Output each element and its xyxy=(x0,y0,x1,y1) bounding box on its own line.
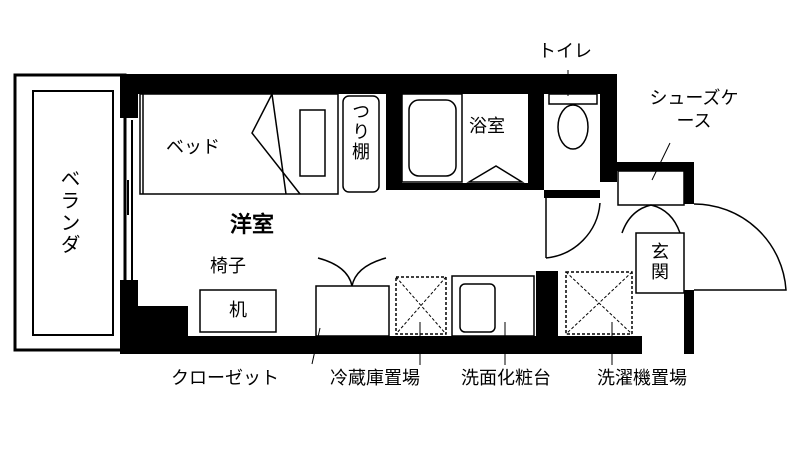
wall-top xyxy=(120,74,617,94)
fridge-space xyxy=(395,276,447,335)
closet-label: クローゼット xyxy=(171,368,279,389)
bed-folded-cover xyxy=(251,93,301,195)
fridge-space-cross-2 xyxy=(395,276,447,335)
balcony-label: ベランダ xyxy=(57,168,81,256)
closet-door-right xyxy=(351,257,387,287)
shoe-cabinet-leader xyxy=(651,142,671,181)
washstand-basin xyxy=(459,283,496,333)
hanging-shelf xyxy=(342,95,380,193)
toilet-bowl xyxy=(557,104,589,150)
shoe-cabinet-door-left xyxy=(621,204,652,234)
wall-bath-left xyxy=(386,74,402,184)
washer-space-cross-2 xyxy=(565,271,633,335)
wall-left-lower xyxy=(120,280,138,350)
wall-bath-bottom xyxy=(386,183,544,190)
entrance-door-swing xyxy=(693,203,787,291)
hanging-shelf-label: つり棚 xyxy=(349,102,370,162)
toilet-label: トイレ xyxy=(538,41,592,62)
washer-space-label: 洗濯機置場 xyxy=(597,368,687,389)
wall-toilet-right xyxy=(600,74,617,182)
bathtub-basin xyxy=(408,99,457,177)
wall-bottom xyxy=(120,336,642,354)
desk xyxy=(199,289,277,333)
toilet-tank xyxy=(548,93,598,105)
washstand-label: 洗面化粧台 xyxy=(461,368,551,389)
bed-label: ベッド xyxy=(166,137,220,158)
chair-label: 椅子 xyxy=(210,256,246,277)
shoe-cabinet xyxy=(617,170,685,206)
closet-door-left xyxy=(317,257,353,287)
bathtub xyxy=(401,93,463,183)
wall-entrance-right-upper xyxy=(684,162,694,204)
washstand xyxy=(451,275,535,337)
bed-cover-edge xyxy=(271,93,287,195)
wall-entrance-right-lower xyxy=(684,290,694,354)
toilet-door-swing xyxy=(545,202,601,259)
main-room-label: 洋室 xyxy=(230,213,275,238)
balcony-railing xyxy=(32,90,114,336)
wall-washer-divider xyxy=(536,271,558,343)
bed-pillow xyxy=(299,109,326,177)
washer-space xyxy=(565,271,633,335)
wall-left-upper xyxy=(120,74,138,118)
bathroom-label: 浴室 xyxy=(469,116,505,137)
shoe-cabinet-label: シューズケース xyxy=(649,88,739,133)
wall-bath-toilet xyxy=(528,74,544,189)
closet-leader xyxy=(311,327,321,365)
wall-bottom-left-block xyxy=(138,306,188,338)
wall-entrance-top xyxy=(600,162,694,171)
closet xyxy=(315,285,390,337)
desk-label: 机 xyxy=(229,300,247,321)
wall-toilet-bottom xyxy=(544,190,600,198)
entrance-floor xyxy=(635,232,685,294)
fridge-space-label: 冷蔵庫置場 xyxy=(330,368,420,389)
bed xyxy=(139,93,339,195)
shoe-cabinet-door-right xyxy=(650,204,681,234)
entrance-label: 玄関 xyxy=(648,242,669,282)
bath-step xyxy=(466,165,525,183)
